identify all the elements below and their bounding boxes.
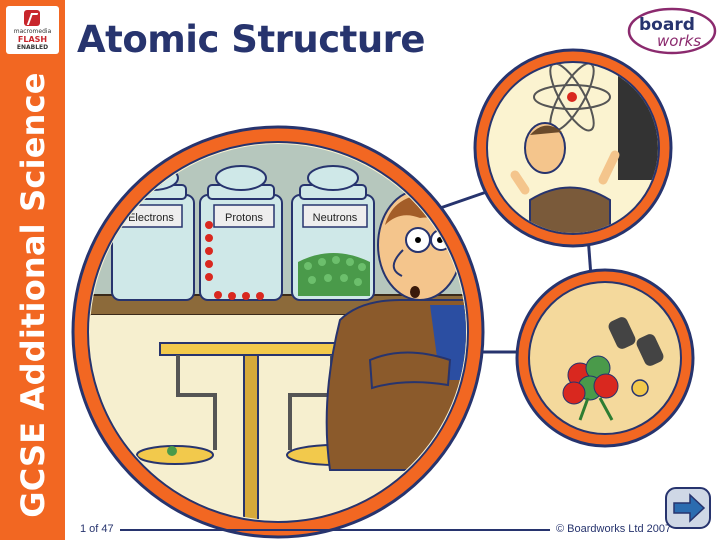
boardworks-logo: board works — [627, 7, 717, 55]
arrow-right-icon — [673, 493, 706, 523]
explorer-atom-circle — [515, 268, 695, 448]
flash-enabled-badge: macromedia FLASH ENABLED — [6, 6, 59, 54]
flash-icon — [24, 10, 40, 26]
jar-label-protons: Protons — [225, 212, 263, 224]
next-slide-button[interactable] — [664, 486, 712, 530]
page-title: Atomic Structure — [77, 18, 426, 61]
badge-line-1: macromedia — [13, 28, 52, 35]
jar-label-neutrons: Neutrons — [313, 212, 358, 224]
excited-scientist-circle — [473, 48, 673, 248]
slide-counter: 1 of 47 — [80, 523, 114, 535]
brand-line-1: board — [639, 15, 695, 35]
badge-line-3: ENABLED — [16, 44, 49, 51]
badge-line-2: FLASH — [17, 35, 48, 44]
jar-neutrons: Neutrons — [291, 165, 375, 301]
footer-divider — [120, 529, 550, 531]
sidebar: macromedia FLASH ENABLED GCSE Additional… — [0, 0, 65, 540]
jar-label-electrons: Electrons — [128, 212, 174, 224]
lab-scene-circle: Electrons Protons Neutron — [71, 125, 485, 539]
jar-protons: Protons — [199, 165, 283, 301]
brand-line-2: works — [657, 32, 701, 50]
copyright-text: © Boardworks Ltd 2007 — [556, 523, 672, 535]
